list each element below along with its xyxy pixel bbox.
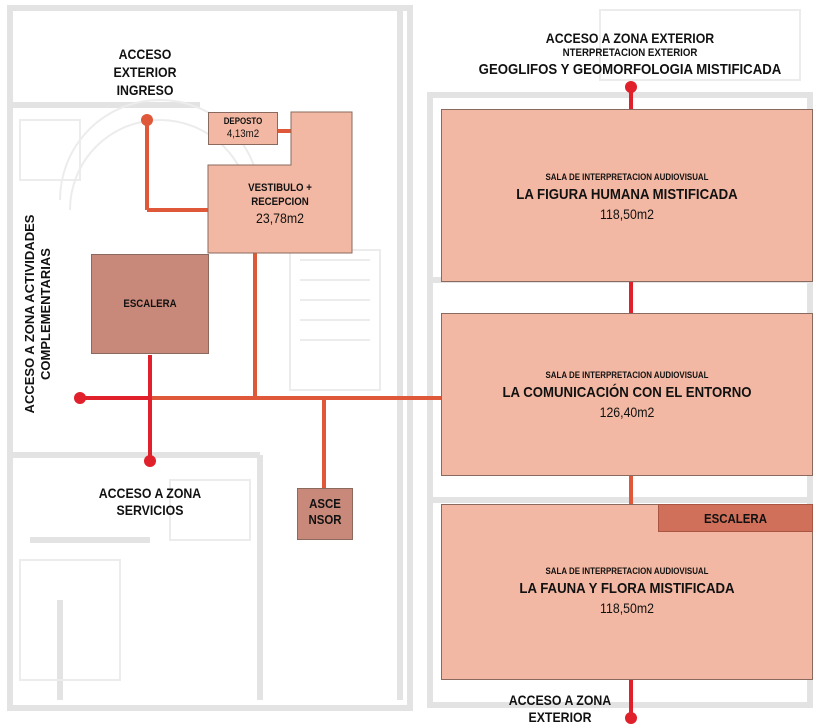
escalera-left-label: ESCALERA: [123, 298, 177, 310]
sala3-type: SALA DE INTERPRETACION AUDIOVISUAL: [545, 566, 709, 576]
access-bottom-line1: ACCESO A ZONA: [508, 692, 612, 708]
vestibulo-name-line2: RECEPCION: [251, 196, 309, 208]
access-ingreso-line1: ACCESO: [118, 46, 172, 62]
deposito-room: [208, 112, 278, 145]
access-dot-services: [144, 455, 156, 467]
vestibulo-name-line1: VESTIBULO +: [248, 182, 312, 194]
ascensor-room: [297, 488, 353, 540]
vestibulo-area: 23,78m2: [256, 210, 304, 226]
access-top-line2: NTERPRETACION EXTERIOR: [562, 47, 698, 59]
access-services-line2: SERVICIOS: [116, 502, 184, 518]
sala3-room: [441, 504, 813, 680]
access-services-line1: ACCESO A ZONA: [98, 485, 202, 501]
vestibulo-shape: [207, 111, 353, 254]
access-dot-bottom: [625, 712, 637, 724]
sala3-title: LA FAUNA Y FLORA MISTIFICADA: [519, 580, 735, 597]
escalera-left-room: [91, 254, 209, 354]
ascensor-label-line2: NSOR: [308, 512, 342, 527]
sala1-title: LA FIGURA HUMANA MISTIFICADA: [516, 186, 738, 203]
sala2-type: SALA DE INTERPRETACION AUDIOVISUAL: [545, 370, 709, 380]
access-left-line2: COMPLEMENTARIAS: [38, 248, 54, 380]
sala2-title: LA COMUNICACIÓN CON EL ENTORNO: [502, 384, 752, 401]
sala1-type: SALA DE INTERPRETACION AUDIOVISUAL: [545, 172, 709, 182]
access-ingreso-line2: EXTERIOR: [113, 64, 177, 80]
sala2-area: 126,40m2: [599, 404, 655, 420]
escalera-right-room: [658, 504, 813, 532]
sala1-area: 118,50m2: [600, 206, 654, 222]
access-dot-ingreso: [141, 114, 153, 126]
access-left-vertical: ACCESO A ZONA ACTIVIDADES COMPLEMENTARIA…: [22, 194, 58, 434]
access-left-line1: ACCESO A ZONA ACTIVIDADES: [22, 214, 37, 414]
escalera-right-label: ESCALERA: [704, 511, 767, 526]
deposito-area: 4,13m2: [226, 128, 260, 140]
sala1-room: [441, 109, 813, 282]
access-dot-left: [74, 392, 86, 404]
deposito-name: DEPOSTO: [223, 116, 263, 126]
ascensor-label-line1: ASCE: [309, 496, 341, 511]
access-top-line1: ACCESO A ZONA EXTERIOR: [545, 30, 715, 46]
access-ingreso-line3: INGRESO: [116, 82, 174, 98]
sala2-room: [441, 313, 813, 476]
access-top-line3: GEOGLIFOS Y GEOMORFOLOGIA MISTIFICADA: [478, 61, 782, 78]
sala3-area: 118,50m2: [600, 600, 654, 616]
access-bottom-line2: EXTERIOR: [528, 709, 592, 725]
access-dot-top: [625, 81, 637, 93]
